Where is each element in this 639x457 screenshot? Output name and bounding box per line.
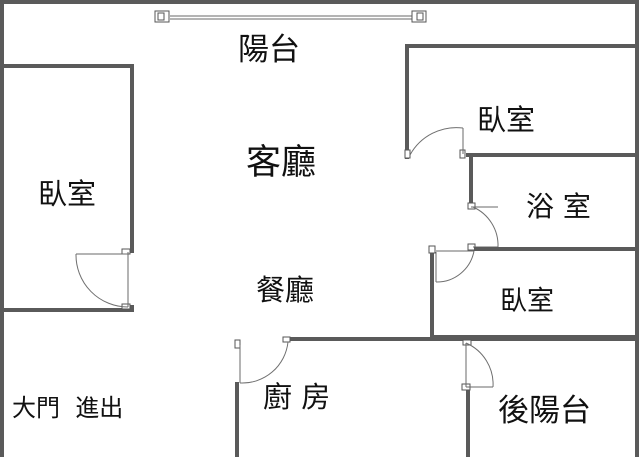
back-balcony-door[interactable] xyxy=(461,339,494,391)
back-balcony-label: 後陽台 xyxy=(498,393,591,429)
mid-right-bedroom-door[interactable] xyxy=(428,245,475,283)
kitchen-label: 廚 房 xyxy=(263,380,330,414)
top-right-bedroom-walls xyxy=(405,44,639,159)
bedroom-top-right-label: 臥室 xyxy=(477,103,535,137)
bedroom-mid-right-label: 臥室 xyxy=(500,286,554,317)
kitchen-door[interactable] xyxy=(234,336,291,384)
bathroom-door[interactable] xyxy=(467,202,499,251)
balcony-label: 陽台 xyxy=(238,32,300,68)
left-bedroom-door[interactable] xyxy=(75,248,131,310)
bathroom-label: 浴 室 xyxy=(526,190,591,223)
bedroom-left-label: 臥室 xyxy=(38,177,96,211)
dining-room-label: 餐廳 xyxy=(256,273,314,307)
balcony-window xyxy=(150,5,635,23)
living-room-label: 客廳 xyxy=(246,143,316,183)
left-bedroom-walls xyxy=(0,64,134,312)
top-right-bedroom-door[interactable] xyxy=(404,127,466,159)
kitchen-walls xyxy=(235,337,639,457)
entrance-label: 大門 進出 xyxy=(12,394,123,422)
